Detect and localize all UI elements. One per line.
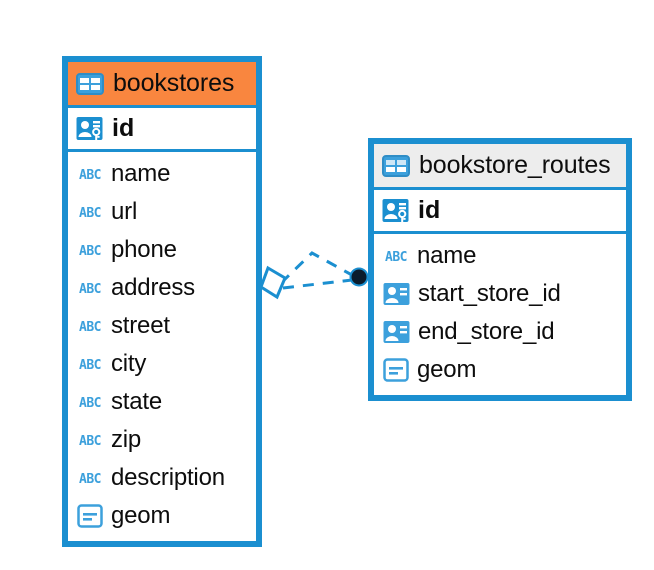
field-label: phone [111,236,177,263]
foreign-key-icon [383,320,410,344]
abc-text-icon: ABC [77,470,103,486]
abc-text-icon: ABC [77,166,103,182]
svg-text:ABC: ABC [79,244,101,258]
entity-header-bookstore-routes[interactable]: bookstore_routes [374,144,626,190]
field-row-id[interactable]: id [374,190,626,234]
field-row-state[interactable]: ABC state [68,383,256,421]
field-label: id [418,196,441,224]
field-list-bookstore-routes: ABC name start_store_id [374,234,626,391]
abc-text-icon: ABC [77,432,103,448]
entity-header-bookstores[interactable]: bookstores [68,62,256,108]
field-row-phone[interactable]: ABC phone [68,231,256,269]
abc-text-icon: ABC [77,394,103,410]
field-label: zip [111,426,142,453]
field-label: street [111,312,170,339]
field-list-bookstores: ABC name ABC url ABC p [68,152,256,537]
field-label: geom [111,502,171,529]
field-row-zip[interactable]: ABC zip [68,421,256,459]
abc-text-icon: ABC [383,248,409,264]
field-label: address [111,274,195,301]
field-row-street[interactable]: ABC street [68,307,256,345]
field-row-name[interactable]: ABC name [374,237,626,275]
field-row-url[interactable]: ABC url [68,193,256,231]
field-label: name [417,242,477,269]
entity-title: bookstore_routes [419,151,611,179]
svg-text:ABC: ABC [79,282,101,296]
field-label: start_store_id [418,280,561,307]
field-row-city[interactable]: ABC city [68,345,256,383]
field-row-description[interactable]: ABC description [68,459,256,497]
field-label: id [112,114,135,142]
entity-title: bookstores [113,69,235,97]
abc-text-icon: ABC [77,318,103,334]
primary-key-icon [76,115,103,142]
field-label: state [111,388,163,415]
abc-text-icon: ABC [77,204,103,220]
primary-key-icon [382,197,409,224]
relationship-line-upper [279,251,353,285]
svg-text:ABC: ABC [79,168,101,182]
abc-text-icon: ABC [77,356,103,372]
field-row-start-store-id[interactable]: start_store_id [374,275,626,313]
svg-text:ABC: ABC [79,472,101,486]
field-label: end_store_id [418,318,555,345]
svg-text:ABC: ABC [79,320,101,334]
field-row-id[interactable]: id [68,108,256,152]
field-row-geom[interactable]: geom [374,351,626,389]
svg-text:ABC: ABC [79,358,101,372]
field-row-name[interactable]: ABC name [68,155,256,193]
field-label: geom [417,356,477,383]
field-row-geom[interactable]: geom [68,497,256,535]
diamond-marker [259,265,287,300]
field-row-address[interactable]: ABC address [68,269,256,307]
geometry-icon [77,504,103,528]
table-icon [382,154,410,177]
geometry-icon [383,358,409,382]
field-row-end-store-id[interactable]: end_store_id [374,313,626,351]
svg-text:ABC: ABC [79,434,101,448]
entity-bookstores[interactable]: bookstores id [62,56,262,547]
foreign-key-icon [383,282,410,306]
svg-text:ABC: ABC [79,396,101,410]
relationship-line-lower [282,278,353,290]
field-label: name [111,160,171,187]
abc-text-icon: ABC [77,242,103,258]
field-label: city [111,350,147,377]
entity-bookstore-routes[interactable]: bookstore_routes id [368,138,632,401]
field-label: url [111,198,138,225]
filled-circle-marker [349,267,369,287]
field-label: description [111,464,225,491]
table-icon [76,72,104,95]
abc-text-icon: ABC [77,280,103,296]
svg-text:ABC: ABC [79,206,101,220]
svg-text:ABC: ABC [385,250,407,264]
